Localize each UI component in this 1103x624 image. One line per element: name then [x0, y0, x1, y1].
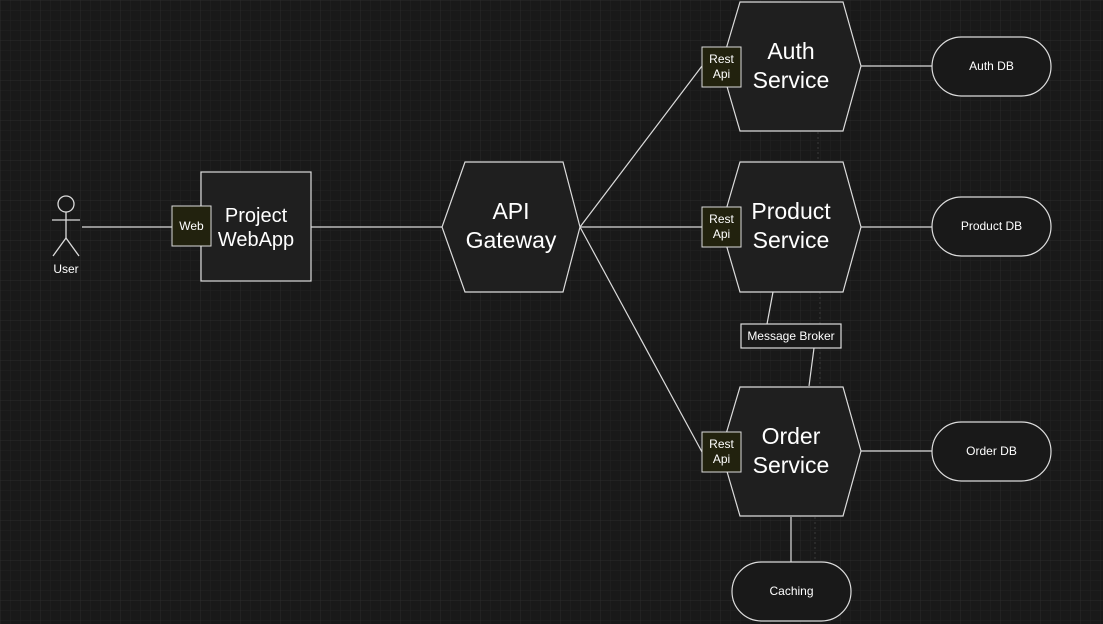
message-broker-label: Message Broker — [747, 329, 834, 343]
edge-product-broker — [766, 291, 774, 325]
web-port-label: Web — [179, 219, 204, 233]
caching-node[interactable]: Caching — [731, 561, 852, 622]
auth-db-label: Auth DB — [969, 59, 1014, 73]
api-gateway-node[interactable]: API Gateway — [441, 161, 581, 293]
product-service-node[interactable]: Product Service — [720, 161, 862, 293]
order-db-label: Order DB — [966, 444, 1017, 458]
product-db-node[interactable]: Product DB — [931, 196, 1052, 257]
auth-service-label-line-1: Auth — [767, 38, 814, 64]
connectors — [82, 65, 932, 562]
product-service-label-line-1: Product — [751, 198, 831, 224]
order-db-node[interactable]: Order DB — [931, 421, 1052, 482]
order-port-label-line-2: Api — [713, 452, 730, 466]
webapp-node[interactable]: Project WebApp — [200, 171, 312, 282]
user-icon — [57, 195, 75, 213]
auth-service-node[interactable]: Auth Service — [720, 1, 862, 132]
product-db-label: Product DB — [961, 219, 1022, 233]
order-service-node[interactable]: Order Service — [720, 386, 862, 517]
order-service-label-line-1: Order — [762, 423, 821, 449]
gateway-label-line-1: API — [492, 198, 529, 224]
web-port[interactable]: Web — [171, 205, 212, 247]
webapp-label-line-2: WebApp — [218, 229, 294, 251]
auth-service-label-line-2: Service — [753, 67, 830, 93]
auth-rest-api-port[interactable]: Rest Api — [701, 46, 742, 88]
edge-gateway-auth — [579, 65, 703, 228]
order-port-label-line-1: Rest — [709, 437, 734, 451]
user-actor[interactable] — [52, 195, 80, 257]
product-port-label-line-2: Api — [713, 227, 730, 241]
auth-db-node[interactable]: Auth DB — [931, 36, 1052, 97]
auth-port-label-line-1: Rest — [709, 52, 734, 66]
auth-port-label-line-2: Api — [713, 67, 730, 81]
order-rest-api-port[interactable]: Rest Api — [701, 431, 742, 473]
gateway-label-line-2: Gateway — [466, 227, 557, 253]
product-port-label-line-1: Rest — [709, 212, 734, 226]
edge-gateway-order — [579, 226, 703, 453]
product-service-label-line-2: Service — [753, 227, 830, 253]
message-broker-node[interactable]: Message Broker — [740, 323, 842, 349]
order-service-label-line-2: Service — [753, 452, 830, 478]
edge-broker-order — [808, 347, 815, 387]
user-label: User — [53, 262, 78, 276]
product-rest-api-port[interactable]: Rest Api — [701, 206, 742, 248]
caching-label: Caching — [769, 584, 813, 598]
webapp-label-line-1: Project — [225, 205, 288, 227]
